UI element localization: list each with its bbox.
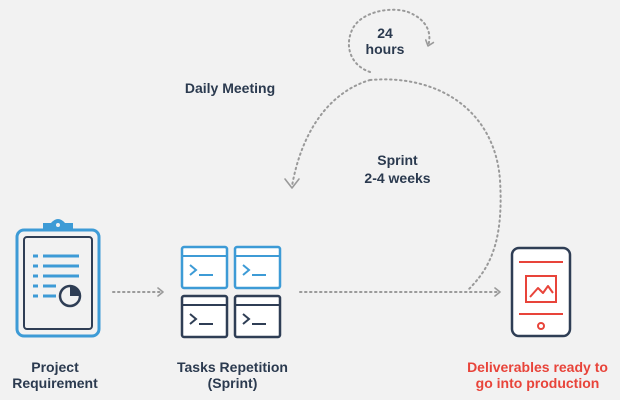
sprint-cycle-arrow — [291, 78, 502, 291]
sprint-title: Sprint — [377, 152, 418, 168]
deliverables-line-2: go into production — [475, 375, 600, 391]
deliverables-line-1: Deliverables ready to — [467, 359, 608, 375]
smartphone-chart-icon — [510, 246, 572, 338]
cycle-duration-label: 24 hours — [360, 25, 410, 57]
tasks-repetition-label: Tasks Repetition (Sprint) — [160, 359, 305, 391]
daily-cycle-arrow — [347, 8, 435, 73]
terminal-windows-icon — [180, 245, 282, 339]
daily-meeting-label: Daily Meeting — [184, 80, 276, 96]
project-requirement-line-2: Requirement — [12, 375, 98, 391]
tasks-repetition-line-1: Tasks Repetition — [177, 359, 288, 375]
sprint-label: Sprint 2-4 weeks — [340, 152, 455, 186]
sprint-duration: 2-4 weeks — [364, 170, 431, 186]
cycle-duration-unit: hours — [365, 41, 405, 57]
clipboard-chart-icon — [15, 219, 101, 338]
cycle-duration-value: 24 — [377, 25, 393, 41]
project-requirement-line-1: Project — [31, 359, 79, 375]
deliverables-label: Deliverables ready to go into production — [455, 359, 620, 391]
sprint-return-arrowhead — [284, 178, 300, 189]
project-requirement-label: Project Requirement — [0, 359, 110, 391]
tasks-repetition-line-2: (Sprint) — [207, 375, 258, 391]
